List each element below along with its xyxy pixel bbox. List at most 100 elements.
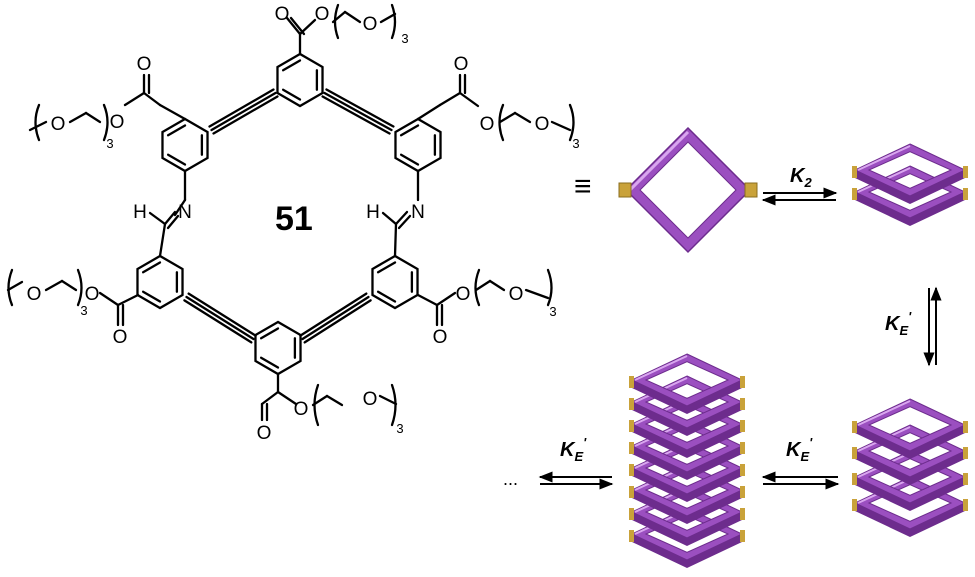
alkyne-bond [185, 295, 255, 341]
svg-text:KE': KE' [885, 309, 912, 338]
layer-edge [855, 425, 965, 459]
ke-subscript-left: E [574, 449, 583, 464]
ring-double-bond [259, 356, 280, 369]
layer-highlight [857, 145, 911, 171]
layer-edge [632, 424, 742, 458]
linker-left [629, 486, 634, 498]
bond [311, 394, 329, 407]
imine-hydrogen: H [133, 202, 147, 223]
benzene-ring-lower-left [136, 254, 184, 310]
benzene-ring-upper-left [161, 117, 209, 173]
bond [60, 279, 78, 292]
bond [173, 198, 187, 217]
layer-edge [855, 503, 965, 537]
linker-left [852, 188, 857, 200]
bond [44, 279, 64, 292]
repeat-count: 3 [549, 304, 556, 319]
square-highlight [628, 130, 690, 192]
bracket-close [76, 268, 83, 307]
atom-label: O [456, 284, 471, 305]
atom-label: O [535, 114, 550, 135]
repeat-count: 3 [401, 31, 408, 46]
bond [298, 18, 317, 36]
alkyne-bond [301, 295, 370, 341]
equilibrium-arrow-k2 [761, 187, 838, 206]
bond [416, 103, 442, 121]
layer-edge [632, 490, 742, 524]
bond [343, 10, 362, 24]
bond [435, 291, 457, 307]
linker-right [963, 166, 968, 178]
bond [28, 120, 48, 132]
layer-edge [632, 380, 742, 414]
atom-label: O [137, 54, 152, 75]
layer-edge [855, 477, 965, 511]
linker-right [963, 447, 968, 459]
bond [260, 390, 280, 406]
atom-label: O [275, 4, 290, 25]
linker-left [629, 442, 634, 454]
bracket-open [34, 103, 41, 142]
benzene-ring-upper-right [394, 117, 442, 173]
alkyne-bond [323, 91, 393, 132]
bond [397, 214, 412, 230]
bond [393, 222, 398, 258]
ke-symbol-left: K [560, 439, 576, 461]
ring-double-bond [259, 327, 280, 340]
layer-edge [632, 402, 742, 436]
ring-double-bond [376, 290, 397, 303]
linker-left [852, 499, 857, 511]
atom-label: O [363, 389, 378, 410]
linker-right [740, 464, 745, 476]
bond [158, 103, 187, 121]
atom-label: O [509, 284, 524, 305]
linker-left [852, 421, 857, 433]
compound-label: 51 [275, 200, 313, 238]
linker-left [852, 473, 857, 485]
layer-edge [632, 534, 742, 568]
atom-label: O [51, 114, 66, 135]
atom-label: O [294, 399, 309, 420]
bond [458, 91, 480, 108]
alkyne-bond [210, 91, 277, 132]
bond [488, 279, 506, 292]
ke-symbol-horizontal: K [786, 439, 802, 461]
continuation-ellipsis: ... [503, 469, 518, 489]
repeat-count: 3 [80, 303, 87, 318]
atom-label: O [433, 327, 448, 348]
bond [379, 12, 397, 24]
ring-double-bond [281, 59, 302, 72]
bond [378, 394, 398, 406]
equilibrium-arrow-ke-left [538, 471, 614, 490]
linker-left [629, 530, 634, 542]
linker-right [963, 188, 968, 200]
macrocycle-layer [852, 143, 968, 204]
layer-highlight [857, 400, 911, 426]
alkyne-bond [183, 299, 253, 344]
ring-double-bond [141, 290, 162, 303]
atom-label: O [257, 423, 272, 444]
bond [524, 288, 550, 300]
bond [98, 291, 120, 307]
atom-label: O [113, 327, 128, 348]
imine-nitrogen: N [411, 202, 425, 223]
bond [148, 211, 167, 226]
linker-right [740, 376, 745, 388]
alkyne-bond [208, 88, 275, 128]
bond [276, 390, 298, 406]
layer-edge [855, 170, 965, 204]
macrocycle-structure [6, 3, 575, 427]
atom-label: O [480, 114, 495, 135]
bond [416, 293, 439, 307]
equilibrium-arrow-ke-vertical [923, 286, 942, 367]
linker-left [629, 508, 634, 520]
atom-label: O [315, 4, 330, 25]
layer-face [853, 398, 967, 452]
atom-label: O [363, 14, 378, 35]
atom-label: O [110, 112, 125, 133]
ring-double-bond [166, 153, 187, 166]
bond [84, 111, 102, 124]
benzene-ring-lower-right [371, 254, 419, 310]
bond [68, 111, 88, 124]
